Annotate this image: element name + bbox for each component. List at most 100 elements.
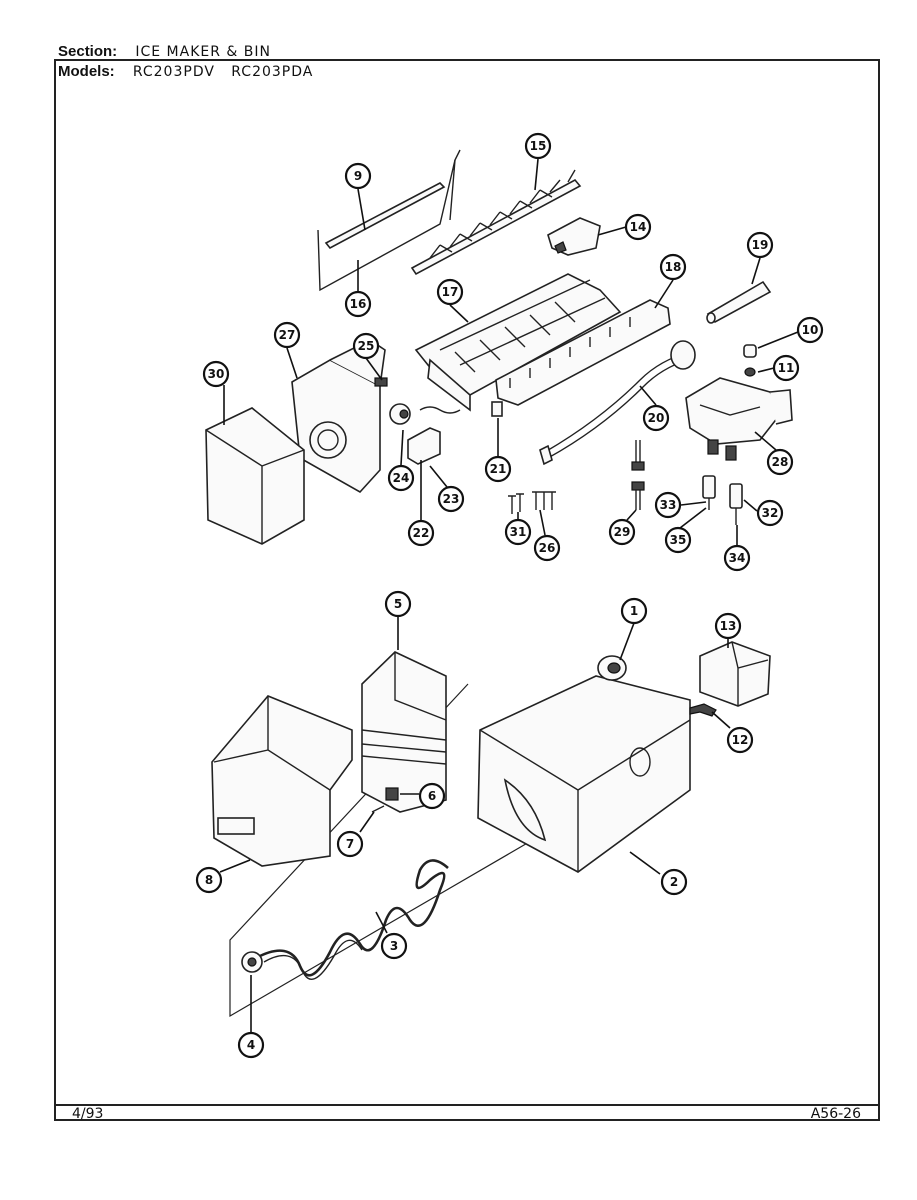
part-harness [539,340,696,466]
callout-18: 18 [659,253,687,281]
callout-2: 2 [660,868,688,896]
part-nut [385,787,399,801]
leader-lines [219,158,799,1032]
callout-29: 29 [608,518,636,546]
callout-35: 35 [664,526,692,554]
part-deflector [361,651,447,813]
part-clip [547,217,601,256]
callout-27: 27 [273,321,301,349]
section-value: ICE MAKER & BIN [135,44,271,60]
part-cover [205,407,305,545]
callout-33: 33 [654,491,682,519]
callout-17: 17 [436,278,464,306]
part-knob [597,655,627,681]
callout-12: 12 [726,726,754,754]
callout-4: 4 [237,1031,265,1059]
svg-text:34: 34 [729,551,746,565]
svg-text:7: 7 [346,837,354,851]
part-mold [414,273,622,412]
svg-text:35: 35 [670,533,687,547]
callout-5: 5 [384,590,412,618]
footer-page-code: A56-26 [810,1106,861,1122]
svg-text:29: 29 [614,525,631,539]
models-value: RC203PDV RC203PDA [132,64,314,80]
callout-14: 14 [624,213,652,241]
svg-text:20: 20 [648,411,665,425]
part-water-valve [685,377,793,461]
part-housing [291,339,386,494]
svg-text:26: 26 [539,541,556,555]
callout-15: 15 [524,132,552,160]
callout-25: 25 [352,332,380,360]
callout-22: 22 [407,519,435,547]
models-label: Models: [58,63,115,80]
callout-13: 13 [714,612,742,640]
svg-text:31: 31 [510,525,527,539]
svg-text:9: 9 [354,169,362,183]
svg-text:24: 24 [393,471,410,485]
part-connectors [631,440,645,510]
callout-19: 19 [746,231,774,259]
svg-text:5: 5 [394,597,402,611]
callout-1: 1 [620,597,648,625]
callout-30: 30 [202,360,230,388]
footer-date: 4/93 [72,1106,104,1122]
svg-text:4: 4 [247,1038,255,1052]
callout-8: 8 [195,866,223,894]
part-bin [477,675,691,873]
part-fittings [743,344,757,377]
callout-32: 32 [756,499,784,527]
footer-divider [54,1104,880,1106]
part-stripper [495,299,671,406]
callout-23: 23 [437,485,465,513]
part-pin [371,805,385,813]
svg-text:27: 27 [279,328,296,342]
callout-3: 3 [380,932,408,960]
callout-7: 7 [336,830,364,858]
svg-text:28: 28 [772,455,789,469]
section-label: Section: [58,43,118,60]
page-header: Section: ICE MAKER & BIN Models: RC203PD… [58,42,313,82]
part-gears [374,377,461,425]
svg-text:23: 23 [443,492,460,506]
part-auger [255,859,449,977]
svg-text:19: 19 [752,238,769,252]
svg-text:18: 18 [665,260,682,274]
svg-text:17: 17 [442,285,459,299]
assembly-outline [229,683,599,1018]
part-auger-end [241,951,263,973]
svg-text:1: 1 [630,604,638,618]
section-row: Section: ICE MAKER & BIN [58,42,313,62]
callout-11: 11 [772,354,800,382]
callout-16: 16 [344,290,372,318]
svg-text:2: 2 [670,875,678,889]
svg-text:10: 10 [802,323,819,337]
part-valve-fittings [702,475,743,525]
svg-text:22: 22 [413,526,430,540]
svg-text:15: 15 [530,139,547,153]
svg-text:11: 11 [778,361,795,375]
svg-text:32: 32 [762,506,779,520]
callout-28: 28 [766,448,794,476]
svg-text:12: 12 [732,733,749,747]
part-ejector [410,169,582,276]
models-row: Models: RC203PDV RC203PDA [58,62,313,82]
part-fill-tube [706,280,772,324]
part-thermostat [491,401,503,417]
part-screws [508,491,556,514]
svg-text:3: 3 [390,939,398,953]
diagram-frame [54,59,880,1121]
svg-text:14: 14 [630,220,647,234]
callout-31: 31 [504,518,532,546]
part-chute [211,695,353,867]
svg-text:6: 6 [428,789,436,803]
callout-10: 10 [796,316,824,344]
part-shield [317,149,461,292]
svg-text:13: 13 [720,619,737,633]
part-bracket [407,427,441,465]
part-auger-shadow [263,939,363,980]
part-motor-bracket [689,703,717,717]
svg-text:16: 16 [350,297,367,311]
callout-6: 6 [418,782,446,810]
